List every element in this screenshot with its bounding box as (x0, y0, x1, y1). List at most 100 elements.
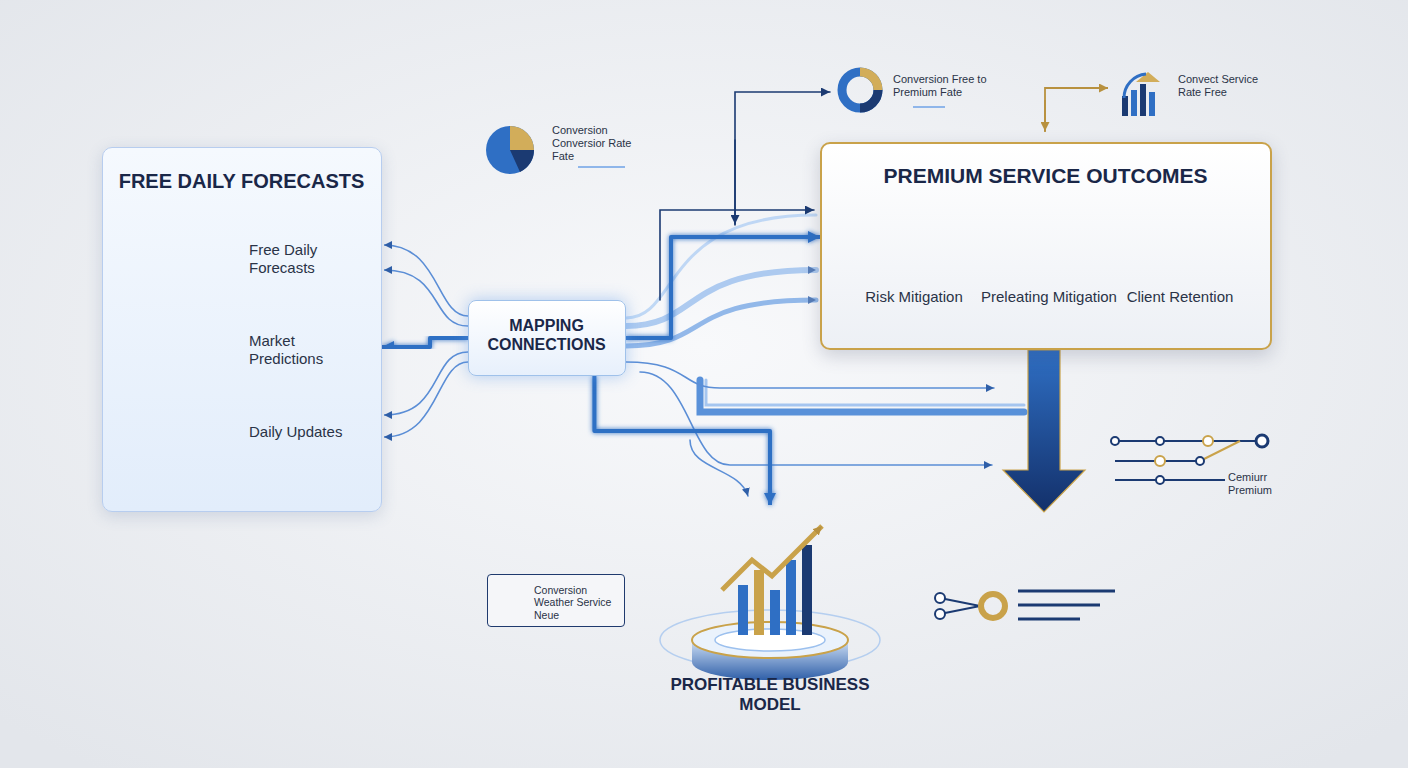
podium-illustration (770, 590, 780, 635)
pie-icon (486, 126, 625, 174)
pie-icon (578, 166, 625, 168)
result-node: PROFITABLE BUSINESS MODEL (660, 505, 880, 720)
network-icon (1111, 437, 1119, 445)
network-icon (1018, 590, 1115, 593)
network-icon (935, 591, 1115, 619)
pie-icon (486, 126, 534, 174)
panel-heading: PREMIUM SERVICE OUTCOMES (822, 164, 1269, 189)
podium-illustration (738, 585, 748, 635)
donut-icon (913, 106, 945, 108)
chart-icon (158, 318, 225, 378)
flow-connector (626, 237, 820, 338)
weather-icon (153, 242, 225, 282)
gold-arrow (1045, 88, 1108, 132)
network-icon (1115, 479, 1225, 481)
calendar-icon (165, 444, 172, 450)
weather-icon (206, 230, 208, 234)
flow-line (384, 245, 468, 437)
weather-icon (220, 251, 224, 252)
growth-chart-icon (929, 240, 939, 282)
chart-icon (209, 338, 218, 376)
handshake-icon (1164, 246, 1188, 262)
metric-box: Conversion Weather Service Neue (487, 574, 625, 627)
metric-label: Conversion Conversior Rate Fate (552, 124, 632, 164)
donut-icon (498, 590, 518, 610)
gold-arrow (1044, 100, 1046, 131)
calendar-icon (158, 414, 212, 426)
network-icon (1155, 456, 1165, 466)
growth-chart-icon (880, 218, 948, 258)
bar-icon (1140, 84, 1146, 116)
shield-icon (1018, 214, 1074, 284)
item-label: Risk Mitigation (849, 288, 979, 306)
calendar-icon (205, 451, 219, 461)
calendar-icon (169, 408, 172, 420)
calendar-icon (165, 432, 172, 438)
item-label: Client Retention (1115, 288, 1245, 306)
process-label: MAPPING CONNECTIONS (469, 317, 624, 355)
calendar-icon (177, 444, 184, 450)
growth-chart-icon (876, 214, 956, 283)
handshake-icon (1136, 228, 1216, 272)
output-panel: PREMIUM SERVICE OUTCOMESRisk MitigationP… (820, 142, 1272, 350)
flow-ribbon (626, 362, 994, 388)
metric-label: Cemiurr Premium (1228, 471, 1298, 497)
pie-icon (510, 126, 534, 150)
donut-icon (842, 72, 878, 108)
item-label: Free Daily Forecasts (249, 241, 359, 276)
podium-illustration (660, 526, 880, 680)
item-label: Daily Updates (249, 423, 359, 441)
podium-illustration (786, 560, 796, 635)
flow-line (384, 245, 468, 316)
flow-ribbon (735, 92, 830, 225)
calendar-icon (199, 408, 202, 420)
chart-icon (181, 348, 190, 376)
flow-ribbon (626, 215, 816, 318)
bar-icon (1122, 72, 1160, 116)
calendar-icon (177, 432, 184, 438)
podium-illustration (802, 545, 812, 635)
chart-icon (158, 318, 225, 378)
result-label: PROFITABLE BUSINESS MODEL (660, 675, 880, 715)
flow-line (384, 270, 468, 326)
chart-icon (167, 358, 176, 376)
growth-chart-icon (884, 262, 894, 282)
growth-chart-icon (914, 255, 924, 282)
flow-ribbon (626, 92, 830, 346)
network-icon (1203, 436, 1213, 446)
network-icon (1018, 604, 1100, 607)
process-box: MAPPING CONNECTIONS (468, 300, 626, 376)
flow-ribbon (626, 270, 816, 326)
chart-icon (162, 320, 218, 350)
calendar-icon (165, 432, 196, 450)
growth-chart-icon (899, 250, 909, 282)
growth-chart-icon (876, 214, 956, 283)
flow-line (384, 362, 468, 437)
shield-icon (1045, 228, 1048, 270)
network-icon (1196, 457, 1204, 465)
network-icon (1256, 435, 1268, 447)
flow-ribbon (660, 210, 814, 300)
podium-illustration (754, 570, 764, 635)
metric-label: Conversion Free to Premium Fate (893, 73, 993, 99)
pie-icon (510, 150, 534, 172)
handshake-icon (1196, 228, 1216, 250)
flow-ribbon (700, 380, 1024, 412)
bar-icon (1131, 90, 1137, 116)
network-icon (940, 598, 980, 606)
flow-ribbon (690, 440, 748, 496)
donut-icon (508, 590, 518, 600)
donut-icon (860, 72, 878, 90)
calendar-icon (189, 432, 196, 438)
bar-icon (1122, 96, 1128, 116)
flow-line (384, 352, 468, 415)
flow-ribbon (706, 380, 1024, 405)
flow-connector (382, 338, 468, 347)
chart-icon (195, 352, 204, 376)
bar-icon (1136, 72, 1160, 82)
network-icon (1018, 618, 1080, 621)
panel-heading: FREE DAILY FORECASTS (103, 170, 380, 194)
